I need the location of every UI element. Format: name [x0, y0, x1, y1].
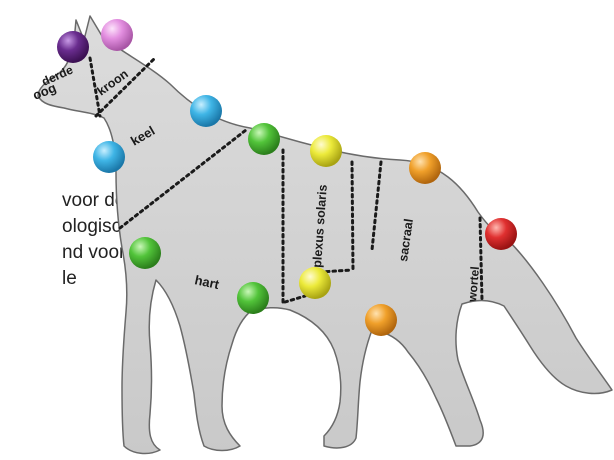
sphere-green-left	[129, 237, 161, 269]
divider-plexus-sacraal	[352, 162, 353, 270]
sphere-yellow-bottom	[299, 267, 331, 299]
sphere-orange-bottom	[365, 304, 397, 336]
sphere-red	[485, 218, 517, 250]
sphere-violet	[57, 31, 89, 63]
sphere-blue-lower	[93, 141, 125, 173]
sphere-orange-top	[409, 152, 441, 184]
sphere-green-bottom	[237, 282, 269, 314]
sphere-yellow-top	[310, 135, 342, 167]
sphere-pink	[101, 19, 133, 51]
sphere-green-top	[248, 123, 280, 155]
sphere-blue-upper	[190, 95, 222, 127]
